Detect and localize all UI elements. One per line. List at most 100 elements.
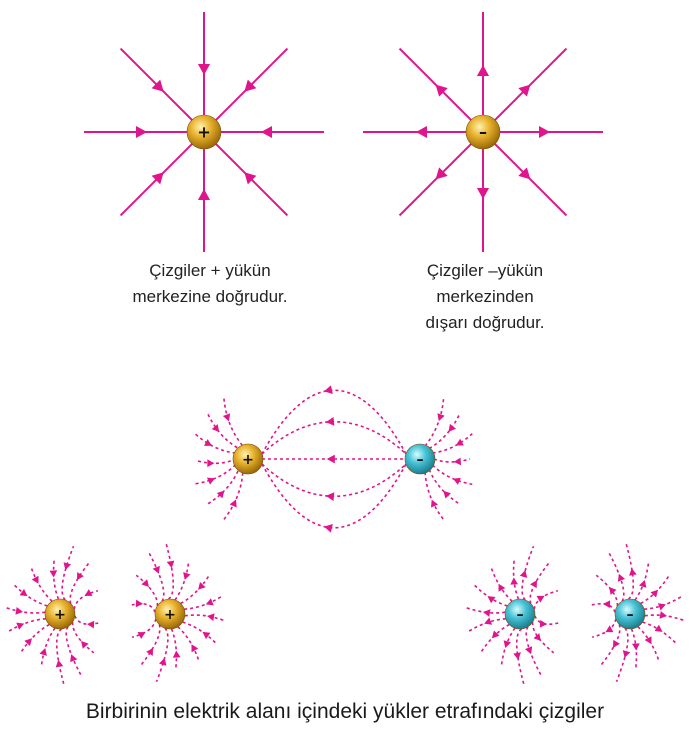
caption-bottom: Birbirinin elektrik alanı içindeki yükle… [85,700,605,723]
caption-line: Çizgiler –yükün [426,261,544,280]
field-line [490,566,513,602]
field-line [424,398,445,447]
field-arrow [63,562,71,571]
field-arrow [448,423,456,432]
field-arrow [617,573,626,582]
single-positive-charge-field: + [84,12,324,252]
field-arrow [16,622,25,630]
charge-sphere [232,443,264,475]
field-line [177,626,200,662]
field-arrow [629,568,637,576]
field-line [595,574,619,606]
field-arrow [644,636,652,645]
field-line [261,463,407,498]
field-arrow [416,125,427,139]
field-arrow [654,624,663,632]
field-line [525,626,542,676]
field-arrow [191,644,199,653]
field-line [56,628,65,686]
field-line [197,458,235,465]
field-line [165,542,174,600]
field-line [516,628,525,686]
field-line [432,433,473,454]
field-arrow [602,600,611,609]
field-arrow [513,652,521,660]
field-arrow [605,625,614,633]
field-arrow [324,524,333,533]
field-line [30,566,53,602]
field-arrow [510,577,519,585]
field-arrow [608,587,617,595]
field-line [428,413,461,450]
field-arrow [261,125,272,139]
field-arrow [81,640,89,649]
field-line [69,562,90,604]
field-arrow [503,640,511,649]
field-line [500,627,516,666]
field-line [640,574,670,605]
field-line [223,398,244,447]
charge-sign: – [516,607,523,623]
field-arrow [135,599,143,608]
charge: + [232,443,264,475]
caption-line: merkezine doğrudur. [132,287,288,306]
field-line [131,618,157,639]
charge-sphere [614,598,646,630]
field-arrow [205,598,214,606]
field-line [261,420,407,455]
field-arrow [152,565,160,574]
charge: + [186,114,222,150]
field-line [40,627,56,666]
field-arrow [657,603,666,611]
field-line [170,628,178,669]
field-arrow [435,167,448,180]
field-arrow [24,638,32,646]
field-arrow [325,492,335,501]
field-line [590,603,616,613]
field-line [65,626,82,676]
field-arrow [216,490,225,499]
field-arrow [530,580,537,589]
field-arrow [631,643,640,651]
field-arrow [491,630,500,639]
field-arrow [482,609,491,617]
charge-sign: + [197,123,211,142]
field-arrow [206,477,215,485]
field-arrow [159,657,167,666]
field-arrow [613,639,620,648]
caption-positive-charge: Çizgiler + yükün merkezine doğrudur. [95,258,325,310]
field-arrow [498,583,506,592]
field-arrow [207,459,215,468]
field-line [74,615,100,625]
field-arrow [455,438,464,446]
field-arrow [70,654,78,663]
caption-line: merkezinden [436,287,534,306]
field-arrow [484,617,493,625]
field-arrow [55,659,64,668]
field-line [207,469,240,505]
field-arrow [137,632,146,639]
field-arrow [141,579,149,588]
field-line [73,589,99,610]
charge-sphere [186,114,222,150]
dipole-field: +– [195,385,473,533]
field-arrow [452,477,461,485]
field-line [531,622,555,654]
field-line [174,562,190,601]
field-line [534,615,560,625]
charge-sign: + [242,452,254,468]
charge: – [504,598,536,630]
field-arrow [244,79,257,92]
charge-sign: + [164,607,176,623]
field-line [480,623,510,654]
field-line [13,583,48,607]
field-line [207,413,240,450]
field-line [398,143,472,217]
field-line [195,433,236,454]
field-line [521,545,535,601]
field-arrow [204,439,213,446]
field-arrow [325,417,335,426]
field-line [148,552,165,602]
field-arrow [76,572,84,581]
positive-pair-field: ++ [5,542,225,686]
